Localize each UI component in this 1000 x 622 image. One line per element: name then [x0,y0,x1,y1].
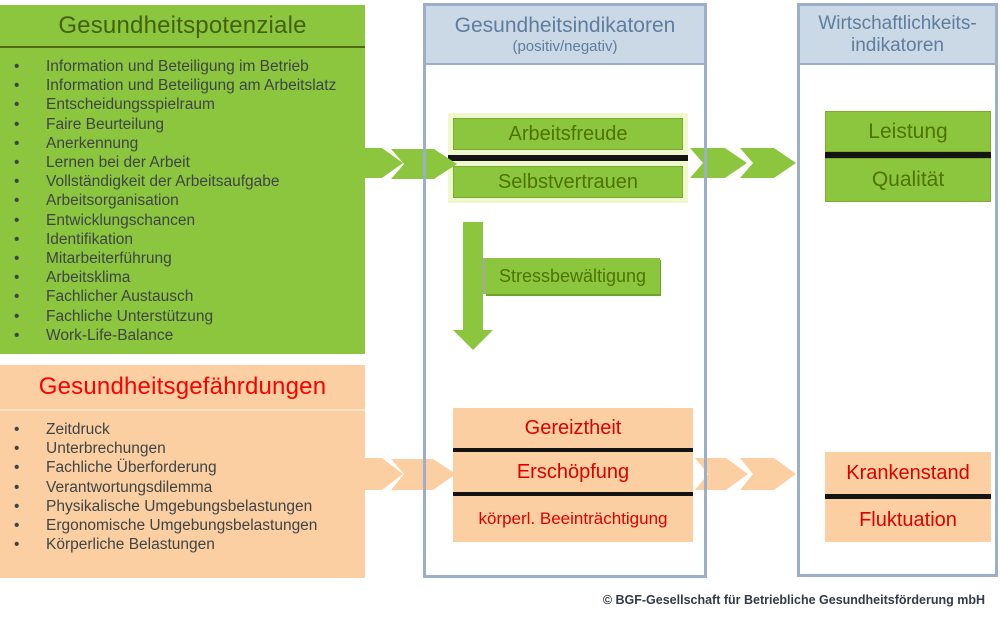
list-item: Work-Life-Balance [0,326,365,345]
positive-indicator-frame: Arbeitsfreude [448,113,688,155]
down-arrow-icon [453,222,493,350]
list-item: Faire Beurteilung [0,115,365,134]
list-item: Vollständigkeit der Arbeitsaufgabe [0,172,365,191]
list-item: Arbeitsorganisation [0,191,365,210]
right-arrow-icon [695,458,748,490]
list-item: Information und Beteiligung im Betrieb [0,57,365,76]
right-arrow-icon [740,458,796,490]
health-hazards-title: Gesundheitsgefährdungen [0,365,365,411]
list-item: Mitarbeiterführung [0,249,365,268]
economy-box-fluktuation: Fluktuation [825,499,991,542]
economy-box-qualitaet: Qualität [825,158,991,202]
economy-box-leistung: Leistung [825,111,991,152]
list-item: Fachliche Unterstützung [0,307,365,326]
indicator-box-koerperl-beeintraechtigung: körperl. Beeinträchtigung [453,496,693,542]
health-potentials-list: Information und Beteiligung im BetriebIn… [0,57,365,345]
indicator-box-stressbewaeltigung: Stressbewältigung [485,258,660,294]
divider-line [448,155,688,161]
health-potentials-panel: Gesundheitspotenziale Information und Be… [0,5,365,354]
health-potentials-title: Gesundheitspotenziale [0,5,365,48]
right-arrow-icon [740,148,796,178]
list-item: Fachliche Überforderung [0,458,365,477]
economy-box-krankenstand: Krankenstand [825,452,991,494]
list-item: Unterbrechungen [0,439,365,458]
indicator-box-selbstvertrauen: Selbstvertrauen [453,166,683,198]
health-hazards-panel: Gesundheitsgefährdungen ZeitdruckUnterbr… [0,365,365,578]
right-arrow-icon [365,458,403,490]
list-item: Physikalische Umgebungsbelastungen [0,497,365,516]
divider-line [825,152,991,158]
right-arrow-icon [690,148,747,178]
list-item: Ergonomische Umgebungsbelastungen [0,516,365,535]
list-item: Entscheidungsspielraum [0,95,365,114]
divider-line [453,492,693,496]
list-item: Verantwortungsdilemma [0,478,365,497]
list-item: Lernen bei der Arbeit [0,153,365,172]
list-item: Arbeitsklima [0,268,365,287]
indicator-box-erschoepfung: Erschöpfung [453,452,693,492]
list-item: Körperliche Belastungen [0,535,365,554]
right-arrow-icon [365,148,403,178]
list-item: Zeitdruck [0,420,365,439]
indicator-box-gereiztheit: Gereiztheit [453,408,693,448]
list-item: Entwicklungschancen [0,211,365,230]
list-item: Information und Beteiligung am Arbeitsla… [0,76,365,95]
list-item: Anerkennung [0,134,365,153]
divider-line [453,448,693,452]
positive-indicator-frame: Selbstvertrauen [448,161,688,203]
health-hazards-list: ZeitdruckUnterbrechungenFachliche Überfo… [0,420,365,555]
list-item: Identifikation [0,230,365,249]
list-item: Fachlicher Austausch [0,287,365,306]
indicator-box-arbeitsfreude: Arbeitsfreude [453,118,683,150]
divider-line [825,494,991,499]
copyright-text: © BGF-Gesellschaft für Betriebliche Gesu… [602,593,985,607]
